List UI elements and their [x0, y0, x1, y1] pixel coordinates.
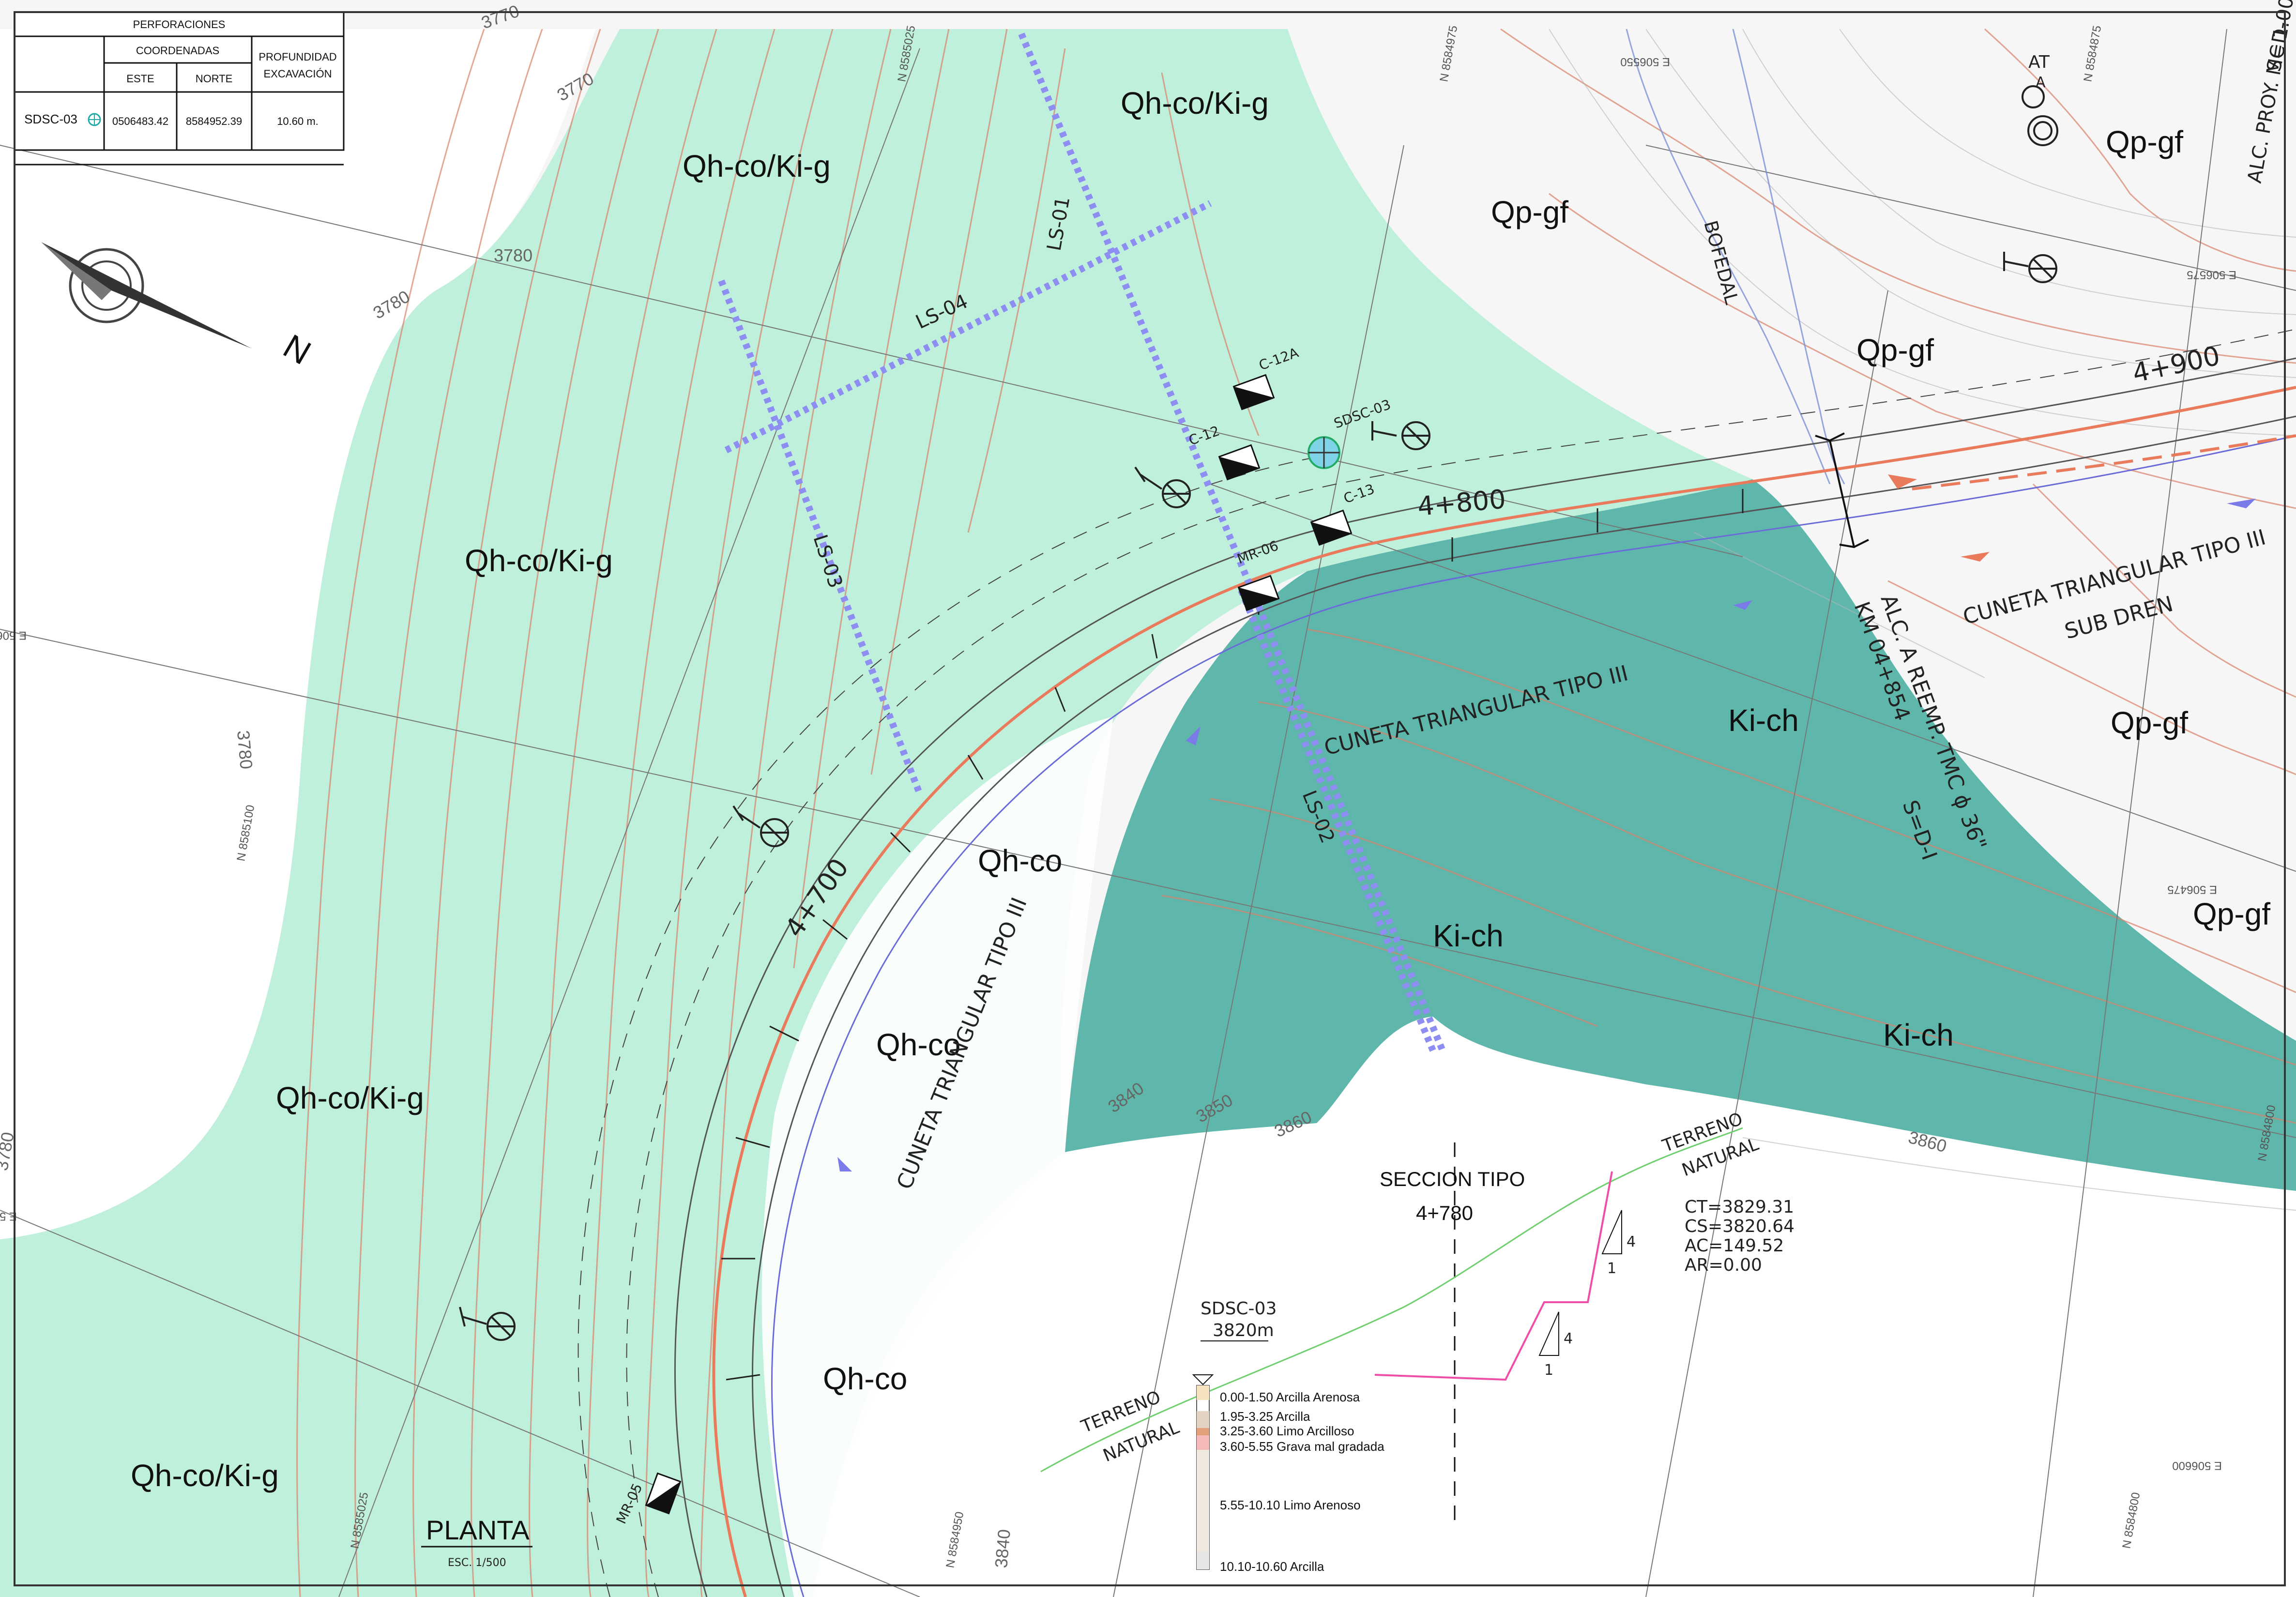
grid-e506400: E 506400 [0, 629, 27, 642]
layer-4: 3.60-5.55 Grava mal gradada [1220, 1439, 1384, 1454]
unit-label-qpgf-4: Qp-gf [2111, 705, 2188, 740]
station-ticks [721, 489, 1744, 1381]
survey-lines [718, 32, 1446, 1052]
calicata-icon [645, 1472, 682, 1515]
grid-e506575: E 506575 [2187, 268, 2236, 281]
ls-04-line [724, 200, 1212, 454]
coordinate-grid [0, 29, 2296, 1597]
table-row-id: SDSC-03 [24, 112, 77, 126]
layer-3: 3.25-3.60 Limo Arcilloso [1220, 1424, 1354, 1438]
contour-3780-a: 3780 [494, 245, 532, 265]
planta-scale: ESC. 1/500 [448, 1557, 506, 1569]
unit-qhco-area [761, 716, 1113, 1597]
contour-3780-c: 3780 [233, 730, 257, 770]
unit-label-qpgf-5: Qp-gf [2193, 897, 2270, 931]
sheet-border [14, 11, 2286, 1586]
planta-label: PLANTA ESC. 1/500 [421, 1515, 532, 1569]
coord-header: COORDENADAS [136, 45, 219, 57]
perforaciones-table: PERFORACIONES COORDENADAS ESTE NORTE PRO… [14, 11, 345, 166]
unit-label-qhco-kig-2: Qh-co/Ki-g [683, 149, 831, 183]
table-row-este: 0506483.42 [112, 115, 168, 127]
unit-label-qhco-kig-1: Qh-co/Ki-g [1121, 86, 1269, 121]
dcp-icon [2003, 252, 2057, 283]
calicata-icon [1237, 575, 1280, 611]
unit-label-qhco-1: Qh-co [978, 843, 1062, 878]
calicata-icon [1232, 374, 1275, 411]
white-area-left [0, 29, 595, 1239]
table-row-prof: 10.60 m. [277, 115, 319, 127]
slope-h-2: 1 [1544, 1362, 1553, 1379]
table-row-norte: 8584952.39 [186, 115, 242, 127]
borehole-id: SDSC-03 [1201, 1299, 1277, 1319]
grid-e506550: E 506550 [1620, 55, 1670, 68]
dcp-icon [459, 1307, 516, 1341]
at-label: AT [2028, 52, 2050, 72]
contour-3840-b: 3840 [991, 1528, 1014, 1568]
slope-h-1: 1 [1607, 1260, 1616, 1277]
road-centerline [712, 386, 2296, 1597]
ls-02-line [1236, 584, 1436, 1052]
calicata-icon [1310, 509, 1353, 546]
calicata-icon [1218, 444, 1261, 481]
table-title: PERFORACIONES [133, 18, 226, 30]
unit-label-kich-3: Ki-ch [1883, 1018, 1954, 1052]
unit-label-kich-2: Ki-ch [1433, 918, 1504, 953]
road-alignment [578, 329, 2296, 1597]
at-symbol-icon [2022, 85, 2058, 146]
culvert-alc [1815, 432, 1869, 548]
section-station: 4+780 [1416, 1202, 1473, 1224]
unit-label-qhco-3: Qh-co [823, 1361, 907, 1396]
este-header: ESTE [126, 73, 154, 85]
subdren-red-dashed [1912, 434, 2296, 490]
unit-label-qhco-2: Qh-co [876, 1027, 960, 1062]
ls-03-line [718, 279, 923, 795]
section-cs: CS=3820.64 [1685, 1217, 1794, 1236]
unit-labels: Qh-co/Ki-g Qh-co/Ki-g Qh-co/Ki-g Qh-co/K… [131, 86, 2270, 1493]
unit-qhco-kig-area [0, 29, 1752, 1597]
layer-6: 10.10-10.60 Arcilla [1220, 1559, 1324, 1574]
borehole-elev: 3820m [1213, 1321, 1274, 1340]
prof-header-1: PROFUNDIDAD [258, 51, 336, 63]
section-title: SECCION TIPO [1380, 1168, 1525, 1190]
section-ct: CT=3829.31 [1685, 1197, 1794, 1217]
layer-1: 0.00-1.50 Arcilla Arenosa [1220, 1390, 1360, 1404]
unit-label-qpgf-3: Qp-gf [1856, 333, 1934, 367]
unit-label-qpgf-2: Qp-gf [2106, 124, 2183, 159]
sounding-symbols [459, 85, 2058, 1341]
norte-header: NORTE [196, 73, 233, 85]
layer-2: 1.95-3.25 Arcilla [1220, 1409, 1310, 1424]
unit-label-qhco-kig-5: Qh-co/Ki-g [131, 1458, 279, 1493]
grid-e506600: E 506600 [2172, 1459, 2222, 1472]
grid-e506475: E 506475 [2167, 883, 2217, 896]
unit-label-kich-1: Ki-ch [1728, 703, 1799, 738]
white-area-bottom [813, 1017, 2296, 1597]
unit-label-qhco-kig-4: Qh-co/Ki-g [276, 1080, 424, 1115]
unit-label-qhco-kig-3: Qh-co/Ki-g [465, 543, 613, 578]
road-lane-blue [771, 435, 2296, 1597]
slope-v-1: 4 [1627, 1233, 1636, 1250]
road-edge-inner [752, 415, 2296, 1597]
dcp-icon [1134, 466, 1191, 508]
dcp-icon [732, 805, 789, 847]
section-ar: AR=0.00 [1685, 1255, 1762, 1275]
section-ac: AC=149.52 [1685, 1236, 1784, 1256]
prof-header-2: EXCAVACIÓN [264, 68, 332, 80]
road-offset-dashed-2 [578, 455, 1327, 1597]
sdsc-borehole-icon [1308, 436, 1340, 469]
borehole-log: SDSC-03 3820m 0.00-1.50 Arcilla Arenosa … [1192, 1299, 1384, 1574]
road-edge-outer [674, 357, 2296, 1597]
unit-label-qpgf-1: Qp-gf [1491, 195, 1568, 229]
unit-kich-area [1065, 479, 2296, 1191]
test-pit-symbols [645, 374, 1353, 1515]
layer-5: 5.55-10.10 Limo Arenoso [1220, 1498, 1361, 1512]
red-arrows [1888, 474, 1990, 562]
slope-v-2: 4 [1564, 1330, 1573, 1347]
planta-title: PLANTA [426, 1515, 530, 1545]
road-offset-dashed [626, 329, 2296, 1597]
flow-arrows [837, 499, 2256, 1171]
dcp-icon [1371, 421, 1430, 450]
contour-lines [296, 28, 2296, 1597]
